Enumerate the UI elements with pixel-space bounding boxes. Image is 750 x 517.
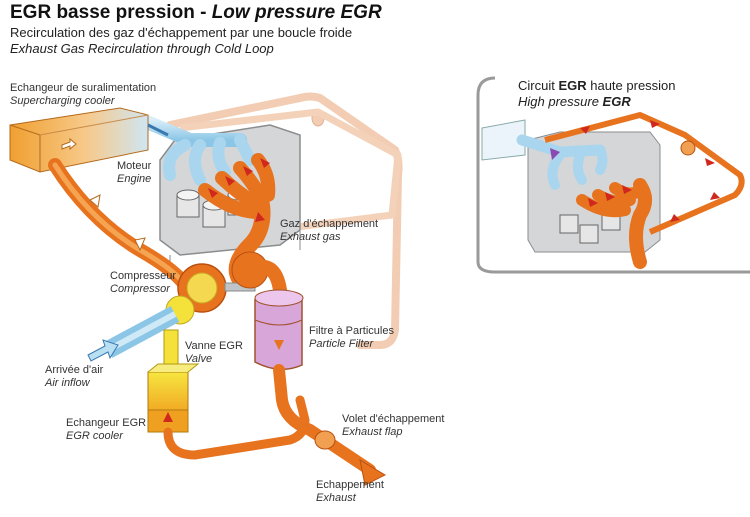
faded-return-pipe bbox=[179, 108, 402, 236]
label-fr: Moteur bbox=[117, 160, 152, 172]
subtitle-fr: Recirculation des gaz d'échappement par … bbox=[10, 25, 353, 40]
label-en: Supercharging cooler bbox=[10, 95, 115, 107]
label-exhaust-gas: Gaz d'échappement Exhaust gas bbox=[280, 218, 378, 244]
label-egr-cooler: Echangeur EGR EGR cooler bbox=[66, 417, 146, 443]
label-supercharging-cooler: Echangeur de suralimentation Superchargi… bbox=[10, 82, 156, 108]
label-en: Compressor bbox=[110, 283, 170, 295]
label-fr: Gaz d'échappement bbox=[280, 218, 379, 230]
label-en: Particle Filter bbox=[309, 338, 374, 350]
title-en: Low pressure EGR bbox=[211, 2, 382, 23]
label-fr: Arrivée d'air bbox=[45, 364, 104, 376]
intake-flow-arrow bbox=[147, 123, 169, 137]
turbine-outlet-pipe bbox=[243, 259, 287, 297]
egr-valve-and-cooler bbox=[147, 329, 200, 433]
diagram-title: EGR basse pression - Low pressure EGR bbox=[10, 2, 382, 24]
inset-title: Circuit EGR haute pression High pressure… bbox=[518, 78, 676, 110]
label-fr: Volet d'échappement bbox=[342, 413, 445, 425]
inset-title-fr: Circuit EGR haute pression bbox=[518, 78, 676, 93]
intake-manifold bbox=[135, 113, 256, 186]
label-air-inflow: Arrivée d'air Air inflow bbox=[45, 364, 103, 390]
label-fr: Vanne EGR bbox=[185, 340, 243, 352]
label-en: Exhaust bbox=[316, 492, 356, 504]
exhaust-pipe bbox=[273, 364, 376, 476]
label-en: Valve bbox=[185, 353, 213, 365]
inset-high-pressure-egr bbox=[481, 112, 745, 269]
label-particle-filter: Filtre à Particules Particle Filter bbox=[309, 325, 394, 351]
label-fr: Echappement bbox=[316, 479, 384, 491]
label-en: Engine bbox=[117, 173, 152, 185]
label-exhaust: Echappement Exhaust bbox=[316, 479, 384, 505]
subtitle-en: Exhaust Gas Recirculation through Cold L… bbox=[10, 41, 274, 56]
air-inflow-pipe bbox=[87, 306, 180, 362]
label-fr: Filtre à Particules bbox=[309, 325, 394, 337]
label-en: Exhaust flap bbox=[342, 426, 403, 438]
charge-air-pipe bbox=[48, 158, 192, 292]
label-exhaust-flap: Volet d'échappement Exhaust flap bbox=[342, 413, 444, 439]
label-en: EGR cooler bbox=[66, 430, 123, 442]
label-en: Air inflow bbox=[45, 377, 90, 389]
label-fr: Echangeur EGR bbox=[66, 417, 147, 429]
label-compressor: Compresseur Compressor bbox=[110, 270, 176, 296]
title-fr: EGR basse pression - bbox=[10, 2, 212, 23]
label-engine: Moteur Engine bbox=[117, 160, 151, 186]
exhaust-out-arrow bbox=[359, 458, 387, 486]
label-egr-valve: Vanne EGR Valve bbox=[185, 340, 243, 366]
label-en: Exhaust gas bbox=[280, 231, 341, 243]
label-fr: Echangeur de suralimentation bbox=[10, 82, 157, 94]
inset-frame bbox=[476, 76, 496, 262]
particle-filter bbox=[254, 289, 304, 371]
inset-title-en: High pressure EGR bbox=[518, 94, 631, 109]
label-fr: Compresseur bbox=[110, 270, 177, 282]
exhaust-flap bbox=[314, 430, 336, 450]
supercharging-cooler bbox=[9, 107, 149, 173]
